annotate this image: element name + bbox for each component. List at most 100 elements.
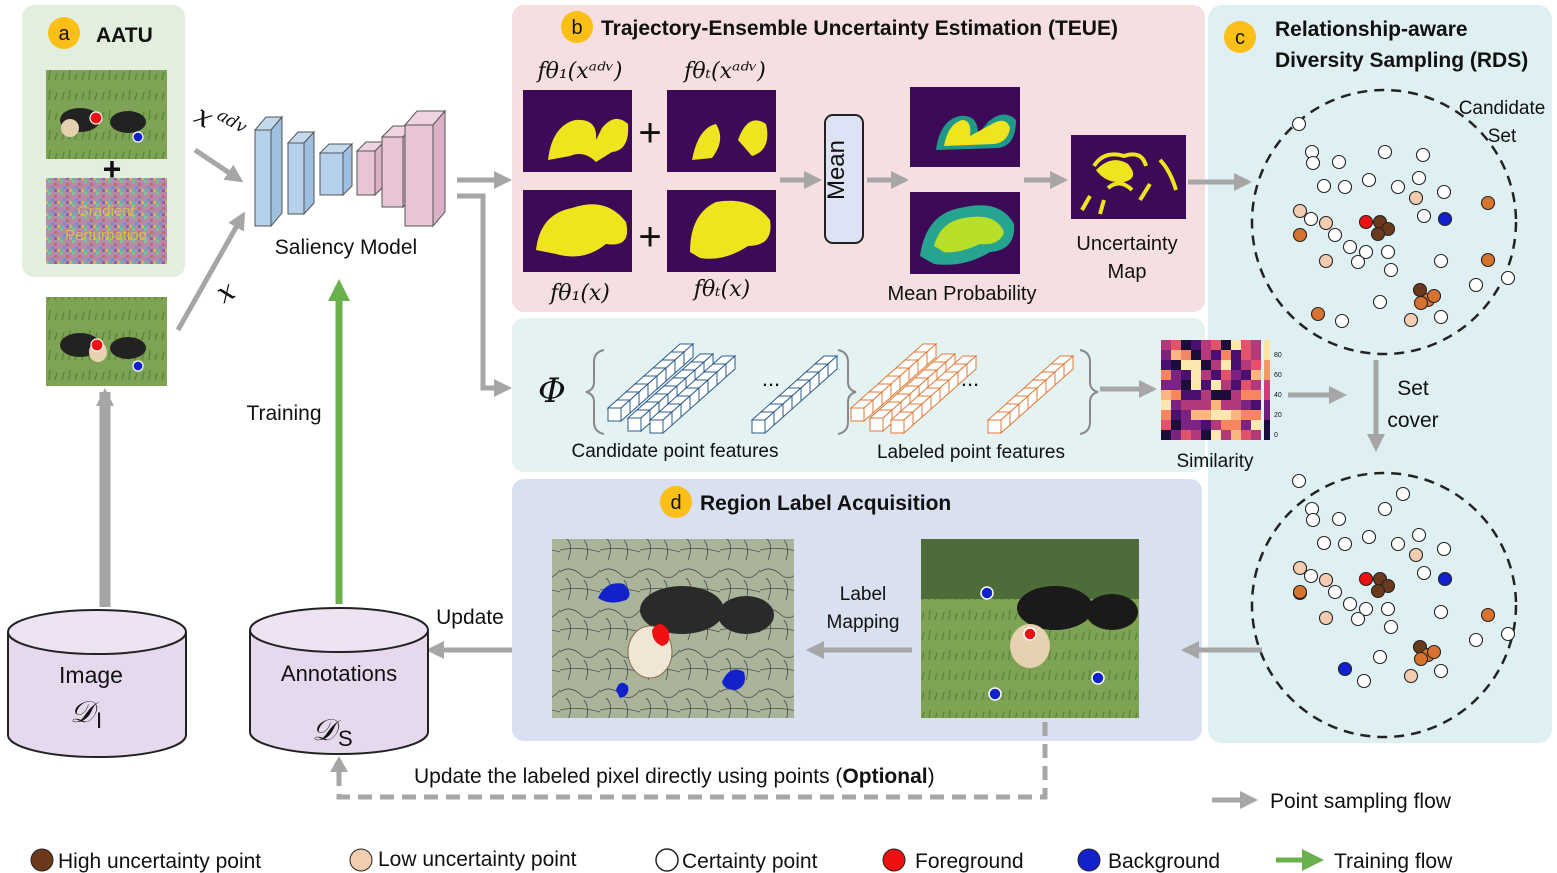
point-annotated-image xyxy=(921,539,1139,718)
similarity-cell xyxy=(1241,340,1251,350)
candidate-feature-stacks xyxy=(606,342,839,435)
sample-point xyxy=(1403,312,1419,328)
similarity-cell xyxy=(1171,390,1181,400)
sample-point xyxy=(1337,536,1353,552)
svg-text:d: d xyxy=(670,492,681,514)
similarity-cell xyxy=(1161,430,1171,440)
candidate-set-circle xyxy=(1250,88,1518,356)
sample-point xyxy=(1350,611,1366,627)
similarity-cell xyxy=(1241,350,1251,360)
region-label-image xyxy=(552,539,794,718)
similarity-cell xyxy=(1181,370,1191,380)
x-clean-label: x xyxy=(210,273,240,310)
sample-point xyxy=(1433,663,1449,679)
sample-point xyxy=(1342,239,1358,255)
similarity-cell xyxy=(1211,340,1221,350)
similarity-cell xyxy=(1191,370,1201,380)
sample-point xyxy=(1358,571,1374,587)
sample-point xyxy=(1331,154,1347,170)
sample-point xyxy=(1327,584,1343,600)
svg-text:c: c xyxy=(1235,27,1245,49)
similarity-cell xyxy=(1241,410,1251,420)
sample-point xyxy=(1337,661,1353,677)
sample-point xyxy=(1370,226,1386,242)
similarity-cell xyxy=(1191,340,1201,350)
similarity-cell xyxy=(1231,400,1241,410)
similarity-cell xyxy=(1251,380,1261,390)
similarity-cell xyxy=(1181,360,1191,370)
svg-text:Training flow: Training flow xyxy=(1334,850,1453,873)
similarity-cell xyxy=(1161,350,1171,360)
panel-d-title: d Region Label Acquisition xyxy=(660,486,951,518)
similarity-cell xyxy=(1251,350,1261,360)
sample-point xyxy=(1468,632,1484,648)
similarity-cell xyxy=(1201,400,1211,410)
svg-text:High uncertainty point: High uncertainty point xyxy=(58,850,261,873)
svg-text:Trajectory-Ensemble Uncertaint: Trajectory-Ensemble Uncertainty Estimati… xyxy=(601,17,1118,40)
sample-point xyxy=(1334,313,1350,329)
similarity-cell xyxy=(1171,400,1181,410)
sample-point xyxy=(1380,244,1396,260)
sample-point xyxy=(1361,529,1377,545)
sample-point xyxy=(1500,626,1516,642)
similarity-cell xyxy=(1171,350,1181,360)
similarity-cell xyxy=(1191,380,1201,390)
sample-point xyxy=(1413,295,1429,311)
similarity-colorbar: 80 60 40 20 0 xyxy=(1264,340,1282,440)
x-adv-label: x adv xyxy=(189,98,250,138)
set-cover-label-2: cover xyxy=(1387,409,1438,432)
svg-text:0: 0 xyxy=(1274,432,1278,439)
similarity-cell xyxy=(1211,360,1221,370)
similarity-cell xyxy=(1211,430,1221,440)
sample-point xyxy=(1305,155,1321,171)
clean-input-image xyxy=(46,297,167,386)
similarity-cell xyxy=(1251,340,1261,350)
svg-text:Diversity Sampling (RDS): Diversity Sampling (RDS) xyxy=(1275,49,1528,72)
sample-point xyxy=(1291,473,1307,489)
f1-clean-label: fθ₁(x) xyxy=(548,281,610,306)
perturbation-word-1: Gradient xyxy=(77,203,135,220)
svg-text:a: a xyxy=(58,23,70,45)
similarity-cell xyxy=(1221,380,1231,390)
sample-point xyxy=(1390,536,1406,552)
similarity-cell xyxy=(1231,340,1241,350)
similarity-cell xyxy=(1241,360,1251,370)
sample-point xyxy=(1433,309,1449,325)
similarity-cell xyxy=(1231,370,1241,380)
similarity-cell xyxy=(1201,380,1211,390)
similarity-cell xyxy=(1231,390,1241,400)
uncertainty-map-label-1: Uncertainty xyxy=(1076,233,1177,255)
sample-point xyxy=(1408,190,1424,206)
plus-2: + xyxy=(638,215,661,259)
sample-point xyxy=(1408,547,1424,563)
sample-point xyxy=(1433,604,1449,620)
sample-point xyxy=(1416,565,1432,581)
sample-point xyxy=(1480,607,1496,623)
similarity-cell xyxy=(1251,410,1261,420)
similarity-cell xyxy=(1211,400,1221,410)
sample-point xyxy=(1303,211,1319,227)
similarity-cell xyxy=(1161,400,1171,410)
annotations-database: Annotations 𝒟 S xyxy=(249,607,429,755)
similarity-cell xyxy=(1161,390,1171,400)
similarity-cell xyxy=(1191,350,1201,360)
similarity-cell xyxy=(1211,370,1221,380)
similarity-cell xyxy=(1181,420,1191,430)
similarity-cell xyxy=(1201,430,1211,440)
candidate-features-label: Candidate point features xyxy=(571,441,778,462)
similarity-cell xyxy=(1231,360,1241,370)
sample-point xyxy=(1292,203,1308,219)
similarity-cell xyxy=(1221,350,1231,360)
sample-point xyxy=(1416,208,1432,224)
sample-point xyxy=(1433,253,1449,269)
similarity-cell xyxy=(1221,340,1231,350)
sample-point xyxy=(1390,179,1406,195)
sample-point xyxy=(1395,486,1411,502)
similarity-cell xyxy=(1161,340,1171,350)
sample-point xyxy=(1403,668,1419,684)
sample-point xyxy=(1318,572,1334,588)
similarity-cell xyxy=(1251,400,1261,410)
sample-point xyxy=(1372,649,1388,665)
optional-update-path xyxy=(336,722,1048,800)
svg-text:Background: Background xyxy=(1108,850,1220,873)
